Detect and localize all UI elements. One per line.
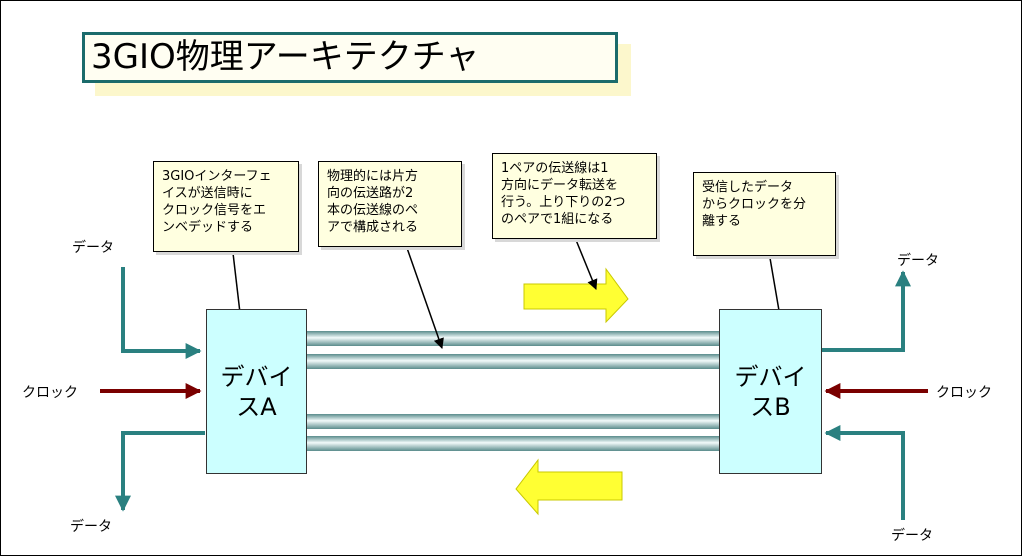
- data-in-line-a: [121, 267, 202, 359]
- pipe-lower-2: [306, 436, 720, 451]
- note-clock-recovery: 受信したデータ からクロックを分 離する: [693, 172, 836, 256]
- pipe-lower-1: [306, 414, 720, 429]
- callout-pointer-2: [406, 247, 444, 349]
- direction-arrow-right: [523, 267, 629, 324]
- label-data-out-a: データ: [70, 519, 112, 535]
- note-lane-pair: 物理的には片方 向の伝送路が2 本の伝送線のペ アで構成される: [318, 161, 462, 247]
- slide-title: 3GIO物理アーキテクチャ: [82, 32, 618, 83]
- device-a: デバイ スA: [206, 309, 307, 474]
- data-out-line-a: [115, 431, 205, 512]
- device-b: デバイ スB: [719, 309, 822, 474]
- label-clock-a: クロック: [22, 385, 78, 401]
- pipe-upper-1: [306, 331, 720, 346]
- data-out-line-b: [821, 270, 911, 352]
- label-data-in-a: データ: [72, 240, 114, 256]
- data-in-line-b: [824, 425, 905, 520]
- callout-pointer-3: [575, 239, 598, 290]
- note-clock-embed: 3GIOインターフェ イスが送信時に クロック信号をエ ンベデッドする: [153, 161, 299, 252]
- label-data-out-b: データ: [897, 253, 939, 269]
- label-clock-b: クロック: [936, 385, 992, 401]
- transmission-lines: [306, 331, 720, 451]
- direction-arrow-left: [515, 458, 623, 516]
- label-data-in-b: データ: [891, 528, 933, 544]
- note-pair-direction: 1ペアの伝送線は1 方向にデータ転送を 行う。上り下りの2つ のペアで1組になる: [492, 153, 657, 239]
- pipe-upper-2: [306, 354, 720, 369]
